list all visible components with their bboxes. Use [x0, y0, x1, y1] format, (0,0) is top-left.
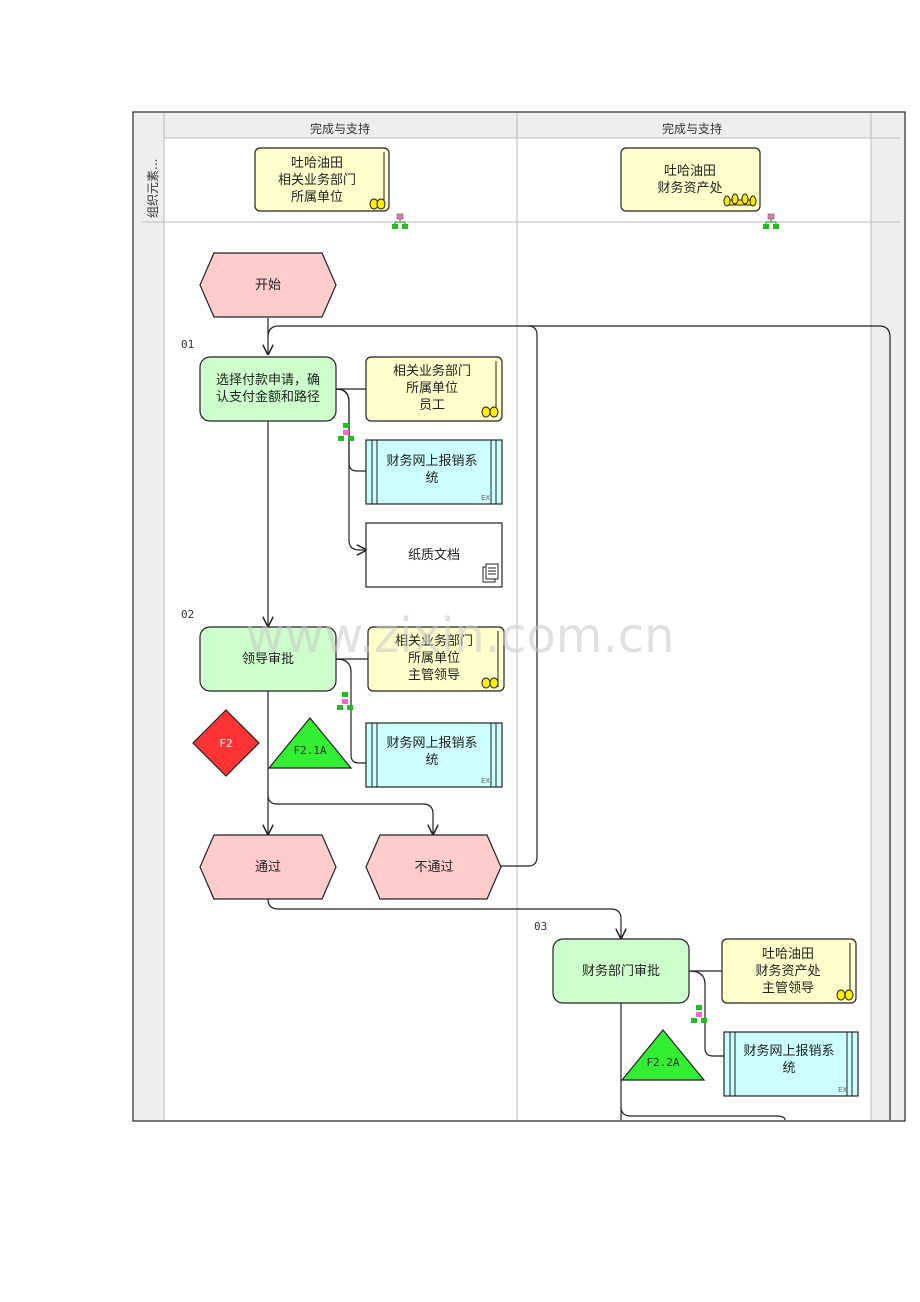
- system-reimbursement-2[interactable]: 财务网上报销系 统 EX: [365, 722, 503, 788]
- system-1-tag: EX: [481, 494, 490, 502]
- role-staff-line-2: 所属单位: [406, 381, 458, 396]
- watermark: www.zixin.com.cn: [245, 608, 674, 664]
- org-unit-2-line-1: 吐哈油田: [664, 164, 716, 179]
- control-marker-2-label: F2.2A: [646, 1056, 679, 1069]
- paper-document[interactable]: 纸质文档: [365, 522, 503, 588]
- document-icon: [482, 563, 499, 583]
- system-1-line-1: 财务网上报销系: [386, 453, 477, 469]
- activity-leader-approval-label: 领导审批: [242, 652, 294, 667]
- activity-select-payment-line-2: 认支付金额和路径: [216, 389, 320, 405]
- system-reimbursement-1[interactable]: 财务网上报销系 统 EX: [365, 439, 503, 505]
- step-number-02: 02: [181, 608, 194, 621]
- start-event[interactable]: 开始: [199, 252, 337, 318]
- event-rejected-label: 不通过: [414, 860, 453, 875]
- role-supervisor[interactable]: 相关业务部门 所属单位 主管领导: [367, 626, 505, 692]
- system-1-line-2: 统: [425, 471, 438, 486]
- role-finance-supervisor-line-1: 吐哈油田: [762, 947, 814, 962]
- role-staff-line-1: 相关业务部门: [393, 363, 471, 379]
- org-unit-2-line-2: 财务资产处: [657, 180, 722, 196]
- lane-header-2: 完成与支持: [662, 121, 722, 136]
- org-unit-1-line-3: 所属单位: [291, 190, 343, 205]
- flow-connectors: [268, 318, 891, 1121]
- lane-header-1: 完成与支持: [310, 121, 370, 136]
- system-3-tag: EX: [838, 1086, 847, 1094]
- org-unit-1-line-1: 吐哈油田: [291, 156, 343, 171]
- control-marker-1-label: F2.1A: [293, 744, 326, 757]
- role-finance-supervisor[interactable]: 吐哈油田 财务资产处 主管领导: [721, 938, 857, 1004]
- role-supervisor-line-1: 相关业务部门: [395, 633, 473, 649]
- role-finance-supervisor-line-2: 财务资产处: [755, 963, 820, 979]
- people-icon: [836, 989, 854, 1001]
- control-marker-f2-1a[interactable]: F2.1A: [267, 717, 353, 769]
- control-marker-f2-2a[interactable]: F2.2A: [620, 1029, 706, 1081]
- org-hierarchy-icon: [337, 692, 353, 710]
- role-finance-supervisor-line-3: 主管领导: [762, 981, 814, 996]
- org-hierarchy-icon: [691, 1005, 707, 1023]
- role-staff-line-3: 员工: [419, 398, 445, 413]
- activity-select-payment-line-1: 选择付款申请，确: [216, 373, 320, 388]
- step-number-01: 01: [181, 338, 194, 351]
- system-2-tag: EX: [481, 777, 490, 785]
- risk-marker-label: F2: [219, 737, 232, 750]
- role-staff[interactable]: 相关业务部门 所属单位 员工: [365, 356, 503, 422]
- activity-leader-approval[interactable]: 领导审批: [199, 626, 337, 692]
- risk-marker-f2[interactable]: F2: [192, 709, 260, 777]
- activity-finance-approval[interactable]: 财务部门审批: [552, 938, 690, 1004]
- role-supervisor-line-2: 所属单位: [408, 651, 460, 666]
- org-hierarchy-icon: [763, 213, 779, 229]
- system-reimbursement-3[interactable]: 财务网上报销系 统 EX: [723, 1031, 859, 1097]
- org-unit-1-line-2: 相关业务部门: [278, 172, 356, 188]
- system-3-line-2: 统: [782, 1061, 795, 1076]
- org-unit-card-2[interactable]: 吐哈油田 财务资产处: [620, 147, 761, 212]
- swimlane-frame: [132, 111, 906, 1122]
- start-event-label: 开始: [255, 278, 281, 293]
- system-2-line-2: 统: [425, 753, 438, 768]
- activity-finance-approval-label: 财务部门审批: [582, 963, 660, 979]
- people-icon: [369, 198, 386, 210]
- role-supervisor-line-3: 主管领导: [408, 668, 460, 683]
- event-approved-label: 通过: [255, 860, 281, 875]
- org-row-label: 组织元素...: [146, 159, 160, 218]
- system-3-line-1: 财务网上报销系: [743, 1043, 834, 1059]
- event-rejected[interactable]: 不通过: [365, 834, 502, 900]
- event-approved[interactable]: 通过: [199, 834, 337, 900]
- paper-document-label: 纸质文档: [408, 548, 460, 563]
- people-icon: [481, 677, 499, 689]
- step-number-03: 03: [534, 920, 547, 933]
- people-icon: [481, 406, 499, 418]
- org-hierarchy-icon: [338, 423, 354, 441]
- meeting-icon: [723, 193, 757, 207]
- system-2-line-1: 财务网上报销系: [386, 735, 477, 751]
- org-hierarchy-icon: [392, 213, 408, 229]
- activity-select-payment[interactable]: 选择付款申请，确 认支付金额和路径: [199, 356, 337, 422]
- org-unit-card-1[interactable]: 吐哈油田 相关业务部门 所属单位: [254, 147, 390, 212]
